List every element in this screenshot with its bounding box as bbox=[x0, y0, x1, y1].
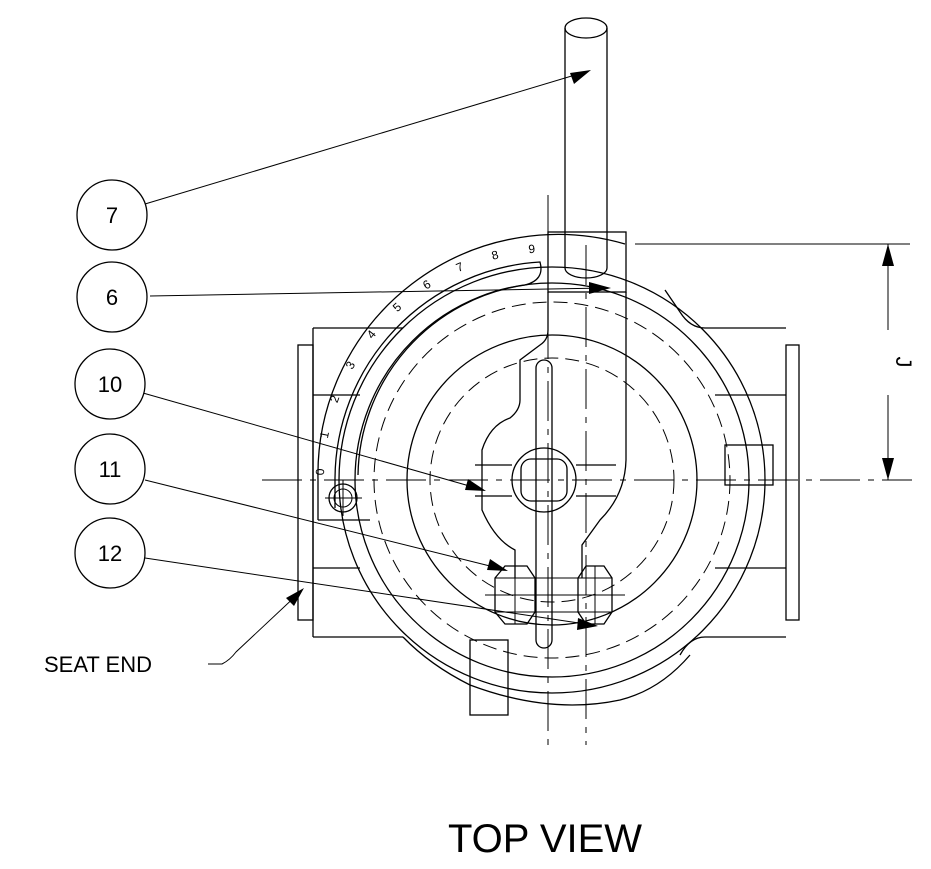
scale-mark-2: 2 bbox=[327, 393, 343, 404]
callout-6: 6 bbox=[76, 261, 148, 333]
callout-12-text: 12 bbox=[98, 541, 122, 566]
callout-10: 10 bbox=[74, 348, 146, 420]
callout-11-text: 11 bbox=[99, 457, 122, 482]
scale-mark-6: 6 bbox=[420, 277, 433, 293]
handle bbox=[475, 17, 627, 649]
scale-mark-0: 0 bbox=[313, 468, 327, 475]
callout-10-text: 10 bbox=[98, 372, 122, 397]
scale-mark-9: 9 bbox=[528, 242, 536, 257]
scale-numbers: 0 1 2 3 456 7 8 9 bbox=[313, 242, 536, 476]
scale-plate bbox=[317, 233, 626, 521]
centerlines bbox=[262, 195, 912, 745]
scale-mark-8: 8 bbox=[490, 247, 500, 262]
scale-mark-1: 1 bbox=[317, 430, 332, 440]
callout-7-text: 7 bbox=[106, 203, 118, 228]
view-title: TOP VIEW bbox=[448, 817, 642, 861]
scale-mark-7: 7 bbox=[454, 259, 466, 275]
callout-7: 7 bbox=[76, 179, 148, 251]
callout-12: 12 bbox=[74, 517, 146, 589]
dimension-j-label: J bbox=[891, 357, 916, 368]
scale-mark-3: 3 bbox=[343, 359, 359, 372]
dimension-j: J bbox=[635, 243, 916, 480]
leaders bbox=[142, 70, 611, 665]
seat-end-label: SEAT END bbox=[44, 652, 152, 677]
callout-11: 11 bbox=[74, 433, 146, 505]
scale-mark-4: 4 bbox=[364, 327, 379, 341]
scale-mark-5: 5 bbox=[390, 300, 405, 315]
callout-6-text: 6 bbox=[106, 285, 118, 310]
